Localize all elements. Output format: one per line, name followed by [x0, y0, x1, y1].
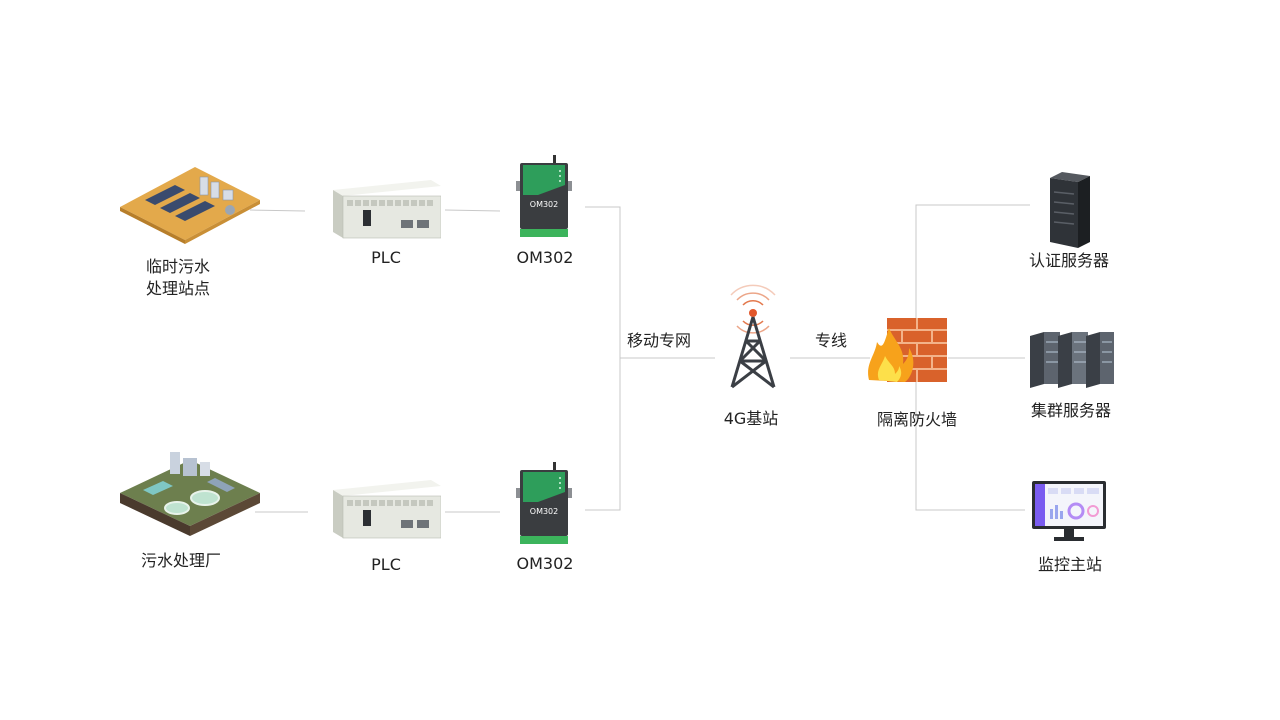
plc-device-icon — [333, 480, 441, 540]
link-plc1-om1 — [444, 209, 501, 212]
sewage-plant-icon — [115, 448, 265, 538]
cluster-server-label: 集群服务器 — [1030, 401, 1112, 420]
plc1-label: PLC — [371, 248, 401, 267]
firewall-icon — [865, 312, 951, 386]
om1-label: OM302 — [516, 248, 574, 267]
link-om1-bus — [585, 206, 621, 511]
firewall-label: 隔离防火墙 — [876, 410, 958, 429]
site1-label-line1: 临时污水 — [145, 257, 211, 276]
om302-gateway-icon: OM302 — [516, 155, 572, 237]
om2-label: OM302 — [516, 554, 574, 573]
sewage-site-temporary-icon — [115, 155, 265, 245]
monitor-station-icon — [1030, 481, 1108, 543]
cell-tower-icon — [718, 283, 788, 389]
monitor-station-label: 监控主站 — [1037, 555, 1103, 574]
cluster-server-icon — [1030, 330, 1114, 388]
tower-label: 4G基站 — [723, 409, 779, 428]
om1-device-text: OM302 — [530, 200, 558, 209]
dedicated-line-label: 专线 — [814, 331, 848, 350]
site1-label-line2: 处理站点 — [145, 279, 211, 298]
auth-server-label: 认证服务器 — [1028, 251, 1110, 270]
plc2-label: PLC — [371, 555, 401, 574]
auth-server-icon — [1046, 172, 1090, 248]
plc-device-icon — [333, 180, 441, 240]
site2-label: 污水处理厂 — [140, 551, 222, 570]
site1-label: 临时污水 处理站点 — [146, 256, 210, 300]
mobile-network-label: 移动专网 — [626, 331, 692, 350]
link-site1-plc1 — [249, 209, 306, 212]
om2-device-text: OM302 — [530, 507, 558, 516]
om302-gateway-icon: OM302 — [516, 462, 572, 544]
